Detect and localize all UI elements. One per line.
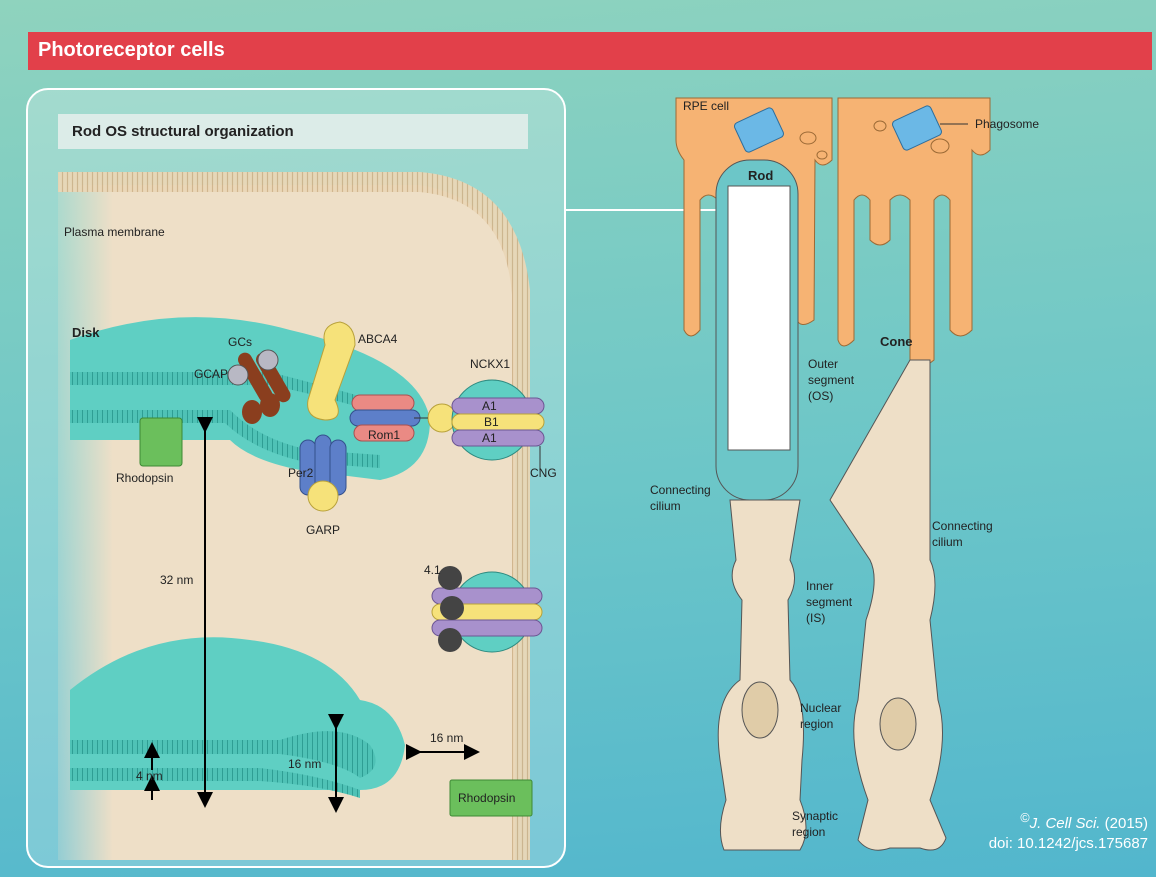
label-nckx1: NCKX1: [470, 357, 510, 371]
label-inner-segment-3: (IS): [806, 611, 825, 625]
label-cone: Cone: [880, 334, 913, 349]
inset-title: Rod OS structural organization: [72, 123, 294, 140]
label-phagosome: Phagosome: [975, 117, 1039, 131]
label-outer-segment-1: Outer: [808, 357, 838, 371]
label-synaptic-region-1: Synaptic: [792, 809, 838, 823]
credit: ©J. Cell Sci. (2015) doi: 10.1242/jcs.17…: [989, 808, 1148, 854]
label-rhodopsin-pm: Rhodopsin: [458, 791, 515, 805]
label-inner-segment-1: Inner: [806, 579, 833, 593]
label-abca4: ABCA4: [358, 332, 398, 346]
label-synaptic-region-2: region: [792, 825, 825, 839]
label-connecting-cilium-cone-1: Connecting: [932, 519, 993, 533]
credit-year: (2015): [1105, 815, 1148, 832]
credit-journal: J. Cell Sci.: [1030, 815, 1101, 832]
label-garp: GARP: [306, 523, 340, 537]
label-32nm: 32 nm: [160, 573, 193, 587]
label-a1-top: A1: [482, 399, 497, 413]
rod-cell: [716, 160, 806, 850]
inset-title-bar: Rod OS structural organization: [58, 114, 528, 149]
label-plasma-membrane: Plasma membrane: [64, 225, 165, 239]
label-rod: Rod: [748, 168, 773, 183]
label-per2: Per2: [288, 466, 314, 480]
label-cng: CNG: [530, 466, 557, 480]
label-disk: Disk: [72, 325, 100, 340]
rhodopsin-disk-protein: [140, 418, 182, 466]
label-gcs: GCs: [228, 335, 252, 349]
label-rhodopsin-disk: Rhodopsin: [116, 471, 173, 485]
label-connecting-cilium-cone-2: cilium: [932, 535, 963, 549]
label-16nm-disk: 16 nm: [288, 757, 321, 771]
label-connecting-cilium-rod-1: Connecting: [650, 483, 711, 497]
credit-copyright: ©: [1020, 811, 1029, 825]
label-rom1: Rom1: [368, 428, 400, 442]
label-a1-bottom: A1: [482, 431, 497, 445]
label-rpe-cell: RPE cell: [683, 99, 729, 113]
credit-doi: doi: 10.1242/jcs.175687: [989, 834, 1148, 854]
label-4-1: 4.1: [424, 563, 441, 577]
label-gcap: GCAP: [194, 367, 228, 381]
label-nuclear-region-2: region: [800, 717, 833, 731]
label-b1: B1: [484, 415, 499, 429]
label-16nm-gap: 16 nm: [430, 731, 463, 745]
label-nuclear-region-1: Nuclear: [800, 701, 841, 715]
label-connecting-cilium-rod-2: cilium: [650, 499, 681, 513]
label-outer-segment-3: (OS): [808, 389, 833, 403]
credit-line-1: ©J. Cell Sci. (2015): [989, 808, 1148, 834]
label-inner-segment-2: segment: [806, 595, 853, 609]
label-outer-segment-2: segment: [808, 373, 855, 387]
label-4nm: 4 nm: [136, 769, 163, 783]
